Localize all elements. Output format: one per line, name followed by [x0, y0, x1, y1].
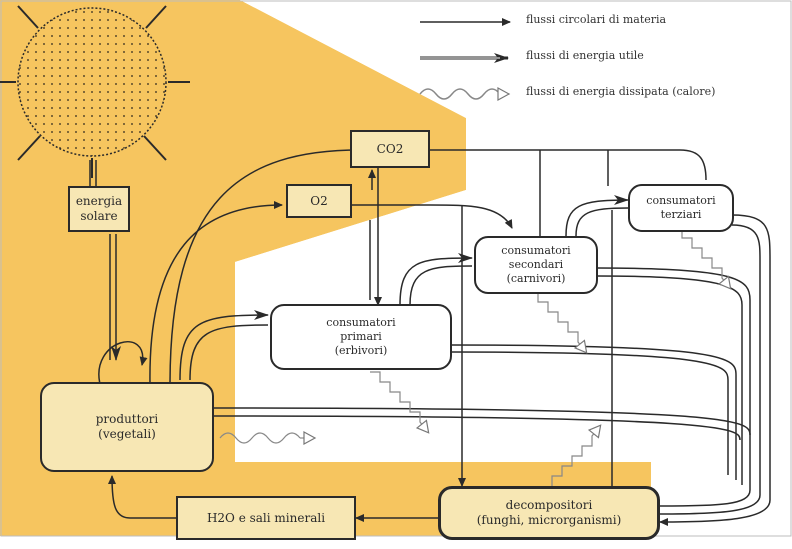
decomposer-flows — [213, 214, 771, 526]
heat-dissipation — [219, 227, 730, 486]
nutrient-cycle — [108, 475, 438, 522]
node-co2: CO2 — [350, 130, 430, 168]
node-consumatori-terziari: consumatori terziari — [628, 184, 734, 232]
legend-symbols — [419, 18, 511, 99]
producer-loops — [98, 149, 361, 385]
node-h2o-sali: H2O e sali minerali — [176, 496, 356, 540]
node-consumatori-primari: consumatori primari (erbivori) — [270, 304, 452, 370]
frame-border — [0, 0, 792, 537]
sun-icon — [0, 5, 190, 178]
legend-item-matter: flussi circolari di materia — [526, 13, 667, 26]
legend-item-dissipated-energy: flussi di energia dissipata (calore) — [526, 85, 716, 98]
node-consumatori-secondari: consumatori secondari (carnivori) — [474, 236, 598, 294]
node-decompositori: decompositori (funghi, microrganismi) — [438, 486, 660, 540]
node-o2: O2 — [286, 184, 352, 218]
node-energia-solare: energia solare — [68, 186, 130, 232]
node-produttori: produttori (vegetali) — [40, 382, 214, 472]
legend-item-useful-energy: flussi di energia utile — [526, 49, 644, 62]
solar-energy-flow — [89, 160, 121, 361]
energy-flows — [179, 195, 629, 381]
